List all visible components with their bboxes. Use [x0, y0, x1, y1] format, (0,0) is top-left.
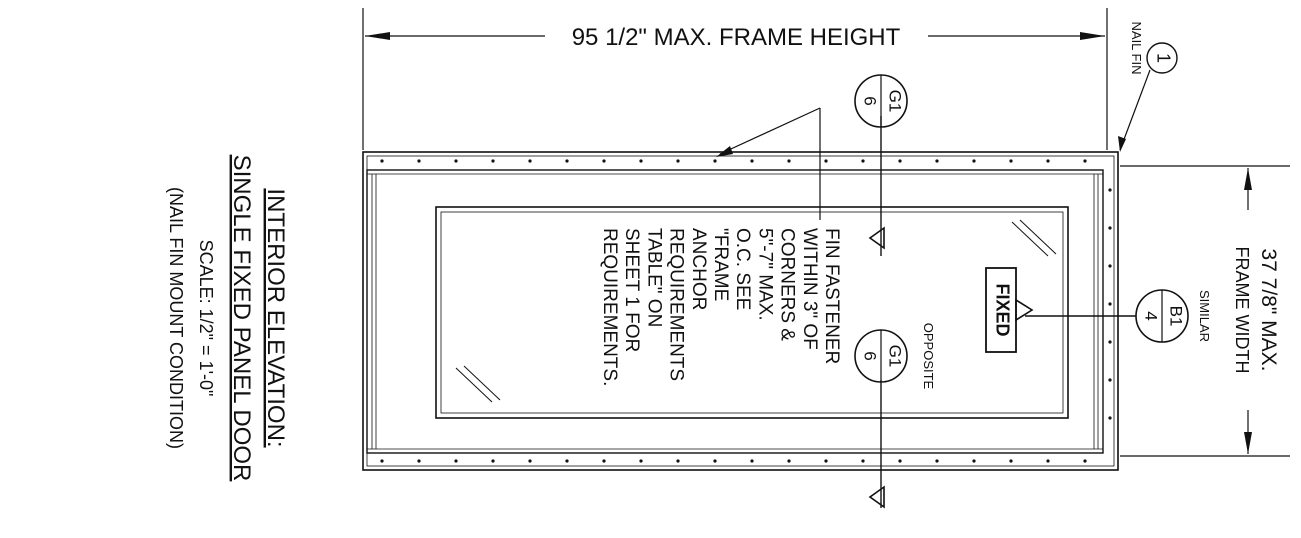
fastener-hole — [824, 459, 828, 463]
fastener-hole — [1046, 159, 1050, 163]
nail-fin-label: NAIL FIN — [1129, 22, 1144, 75]
fastener-hole — [1009, 459, 1013, 463]
fastener-hole — [824, 159, 828, 163]
fastener-hole — [861, 459, 865, 463]
note-line: FIN FASTENER — [821, 228, 842, 364]
width-dimension: 37 7/8" MAX. FRAME WIDTH — [1120, 165, 1290, 457]
note-line: TABLE" ON — [643, 228, 664, 327]
fastener-hole — [417, 159, 421, 163]
fastener-hole — [1108, 302, 1112, 306]
fastener-hole — [676, 159, 680, 163]
note-line: REQUIREMENTS — [666, 228, 687, 381]
nail-fin-outline — [362, 151, 1119, 471]
fastener-hole — [1108, 378, 1112, 382]
note-line: ANCHOR — [688, 228, 709, 310]
fastener-hole — [380, 159, 384, 163]
title-line-2: SINGLE FIXED PANEL DOOR — [228, 155, 255, 482]
fastener-hole — [676, 459, 680, 463]
height-arrow-left — [365, 32, 390, 40]
section-top-lower: 6 — [861, 96, 880, 105]
fastener-hole — [750, 459, 754, 463]
fastener-hole — [1108, 416, 1112, 420]
fastener-hole — [602, 159, 606, 163]
fastener-hole — [528, 459, 532, 463]
section-mid-upper: G1 — [886, 345, 905, 368]
fastener-hole — [1083, 459, 1087, 463]
fixed-tag-label: FIXED — [992, 283, 1012, 336]
note-line: WITHIN 3" OF — [799, 228, 820, 350]
fastener-hole — [1046, 459, 1050, 463]
detail-lower: 4 — [1142, 311, 1161, 320]
glass-panel — [435, 206, 1069, 419]
fastener-hole — [639, 159, 643, 163]
detail-arrow — [1015, 298, 1034, 322]
note-line: 5"-7" MAX. — [754, 228, 775, 321]
nail-fin-number: 1 — [1153, 53, 1173, 63]
height-dimension: 95 1/2" MAX. FRAME HEIGHT — [362, 8, 1108, 150]
fastener-hole — [491, 459, 495, 463]
fastener-hole — [602, 459, 606, 463]
fastener-hole — [713, 459, 717, 463]
fastener-hole — [1108, 340, 1112, 344]
detail-upper: B1 — [1167, 306, 1186, 327]
fastener-hole — [454, 159, 458, 163]
fastener-hole — [454, 459, 458, 463]
fastener-hole — [1108, 188, 1112, 192]
frame-outer — [366, 169, 1104, 454]
fastener-hole — [491, 159, 495, 163]
fastener-hole — [861, 159, 865, 163]
fastener-hole — [1108, 264, 1112, 268]
fastener-hole — [935, 159, 939, 163]
condition-note: (NAIL FIN MOUNT CONDITION) — [166, 187, 186, 449]
height-dimension-label: 95 1/2" MAX. FRAME HEIGHT — [572, 24, 901, 51]
fastener-hole — [750, 159, 754, 163]
section-mid-lower: 6 — [861, 351, 880, 360]
fastener-hole — [565, 459, 569, 463]
note-line: REQUIREMENTS. — [599, 228, 620, 386]
fastener-hole — [528, 159, 532, 163]
fastener-hole — [898, 159, 902, 163]
section-arrow-bottom — [868, 485, 885, 509]
width-dimension-line-2: FRAME WIDTH — [1232, 247, 1252, 374]
fastener-hole — [787, 159, 791, 163]
height-arrow-right — [1080, 32, 1105, 40]
note-line: O.C. SEE — [732, 228, 753, 310]
nail-fin-holes — [380, 159, 1112, 463]
fastener-hole — [1108, 226, 1112, 230]
title-block: INTERIOR ELEVATION: SINGLE FIXED PANEL D… — [166, 155, 289, 482]
scale-note: SCALE: 1/2" = 1'-0" — [196, 240, 216, 397]
fastener-hole — [935, 459, 939, 463]
note-line: "FRAME — [710, 228, 731, 301]
fastener-hole — [972, 159, 976, 163]
fastener-hole — [417, 459, 421, 463]
section-mid-note: OPPOSITE — [921, 323, 936, 390]
section-top-upper: G1 — [886, 90, 905, 113]
fastener-hole — [713, 159, 717, 163]
detail-callout-b1: B1 4 SIMILAR — [1015, 289, 1212, 343]
fastener-hole — [972, 459, 976, 463]
detail-note: SIMILAR — [1197, 290, 1212, 342]
note-line: SHEET 1 FOR — [621, 228, 642, 352]
fastener-hole — [380, 459, 384, 463]
fastener-hole — [898, 459, 902, 463]
title-line-1: INTERIOR ELEVATION: — [262, 188, 289, 447]
note-line: CORNERS & — [777, 228, 798, 341]
fastener-hole — [787, 459, 791, 463]
width-dimension-line-1: 37 7/8" MAX. — [1257, 248, 1280, 371]
section-arrow-top — [868, 226, 885, 250]
section-cut-g1: G1 6 G1 6 OPPOSITE — [854, 74, 936, 509]
door-frame — [362, 151, 1119, 471]
fastener-hole — [639, 459, 643, 463]
nail-fin-callout: 1 NAIL FIN — [1118, 22, 1178, 152]
fixed-tag: FIXED — [985, 267, 1017, 353]
fastener-hole — [1009, 159, 1013, 163]
fastener-hole — [565, 159, 569, 163]
fastener-hole — [1083, 159, 1087, 163]
